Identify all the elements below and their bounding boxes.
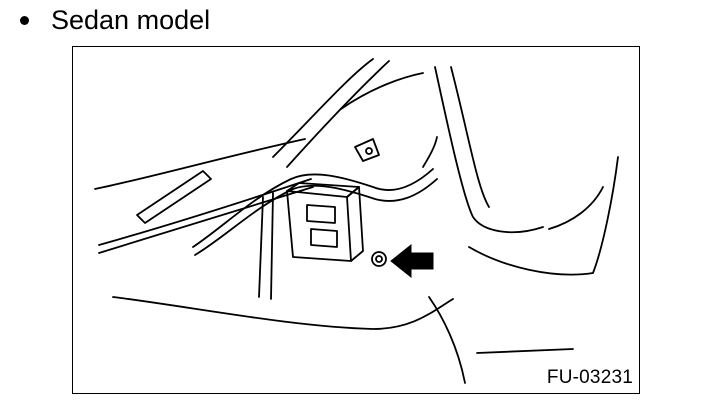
illustration-frame: FU-03231: [72, 46, 640, 394]
right-lower-curve: [468, 156, 619, 276]
right-panel-edge: [450, 66, 490, 208]
rib-line-2: [270, 192, 274, 300]
pillar-cross-line: [340, 72, 424, 110]
section-heading: Sedan model: [14, 2, 210, 38]
floor-line: [112, 296, 454, 330]
control-unit-side: [346, 186, 364, 262]
floor-edge-line: [476, 348, 574, 354]
clip-hole: [365, 147, 373, 155]
arrow-shape: [390, 243, 434, 279]
harness-bottom: [194, 178, 438, 256]
upper-trim-line: [94, 138, 306, 190]
rib-line-1: [258, 196, 264, 298]
connector-upper: [306, 204, 336, 224]
floor-fold-line: [428, 296, 466, 384]
right-lower-curve-2: [548, 186, 604, 230]
lower-trim-line: [98, 178, 312, 246]
mounting-nut: [371, 251, 387, 267]
harness-branch: [422, 136, 438, 168]
heading-text: Sedan model: [51, 5, 211, 35]
illustration-drawing: [94, 58, 619, 384]
harness-top: [192, 168, 434, 248]
right-panel-inner: [434, 66, 544, 234]
pillar-right-edge: [286, 60, 390, 168]
figure-id-label: FU-03231: [546, 367, 633, 388]
trim-slot: [136, 170, 212, 224]
clip-bracket: [354, 138, 380, 162]
bullet-icon: [20, 15, 29, 25]
arrow-icon: [390, 243, 434, 279]
control-unit-body: [286, 190, 352, 262]
lower-trim-line-2: [98, 186, 314, 254]
pillar-left-edge: [272, 58, 374, 158]
connector-lower: [310, 228, 338, 248]
mounting-nut-hole: [375, 255, 383, 263]
